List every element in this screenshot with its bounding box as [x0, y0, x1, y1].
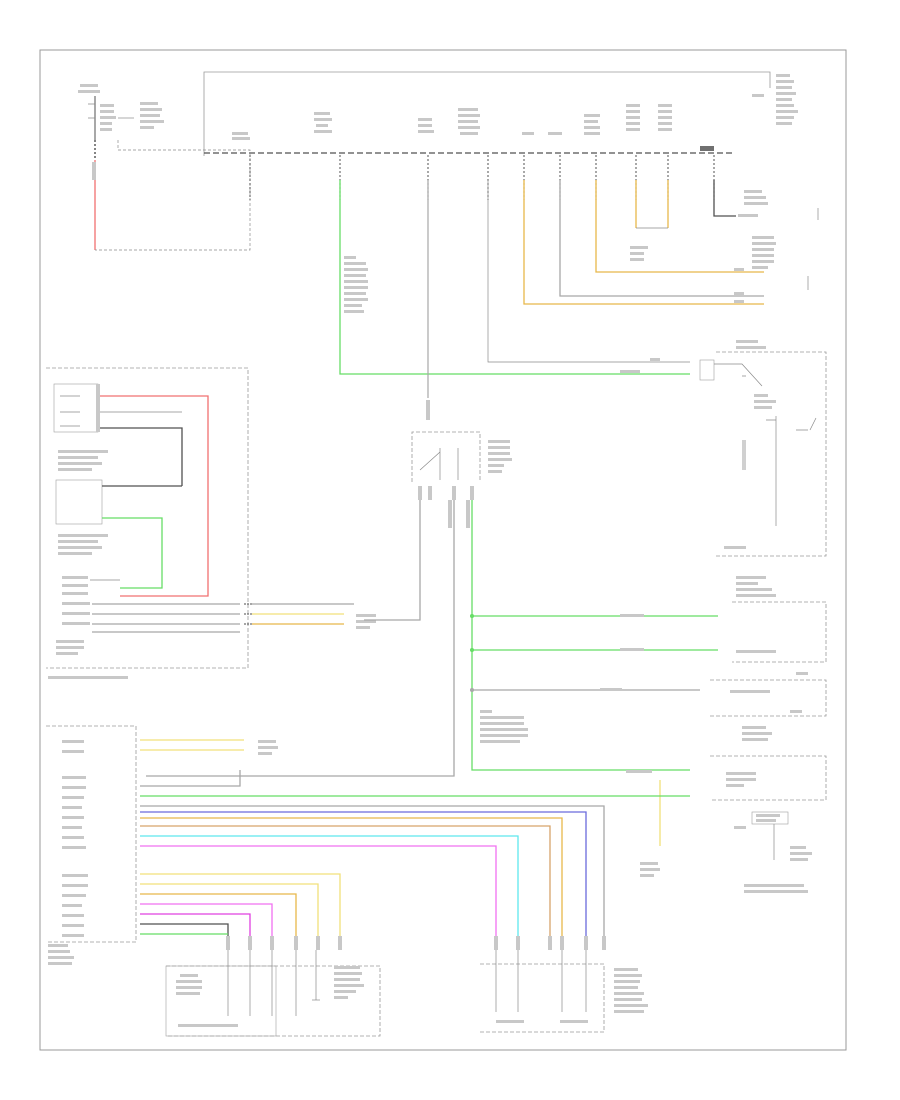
fuse-block-top	[203, 71, 798, 156]
brake-switch-module	[699, 340, 827, 557]
bottom-connectors	[226, 936, 606, 950]
throttle-body-sensor	[165, 950, 381, 1037]
connector-drops-top	[249, 155, 715, 200]
accelerator-pedal-sensor	[480, 950, 648, 1033]
top-right-wires	[523, 180, 819, 305]
fuse-hot-at-all-times	[78, 84, 251, 251]
right-mid-modules	[470, 576, 827, 893]
green-wire-top	[339, 180, 690, 375]
center-splice-block	[146, 180, 690, 777]
diagram-frame	[39, 49, 847, 1051]
automatic-transmission-module	[46, 367, 376, 679]
engine-control-module	[46, 725, 690, 965]
